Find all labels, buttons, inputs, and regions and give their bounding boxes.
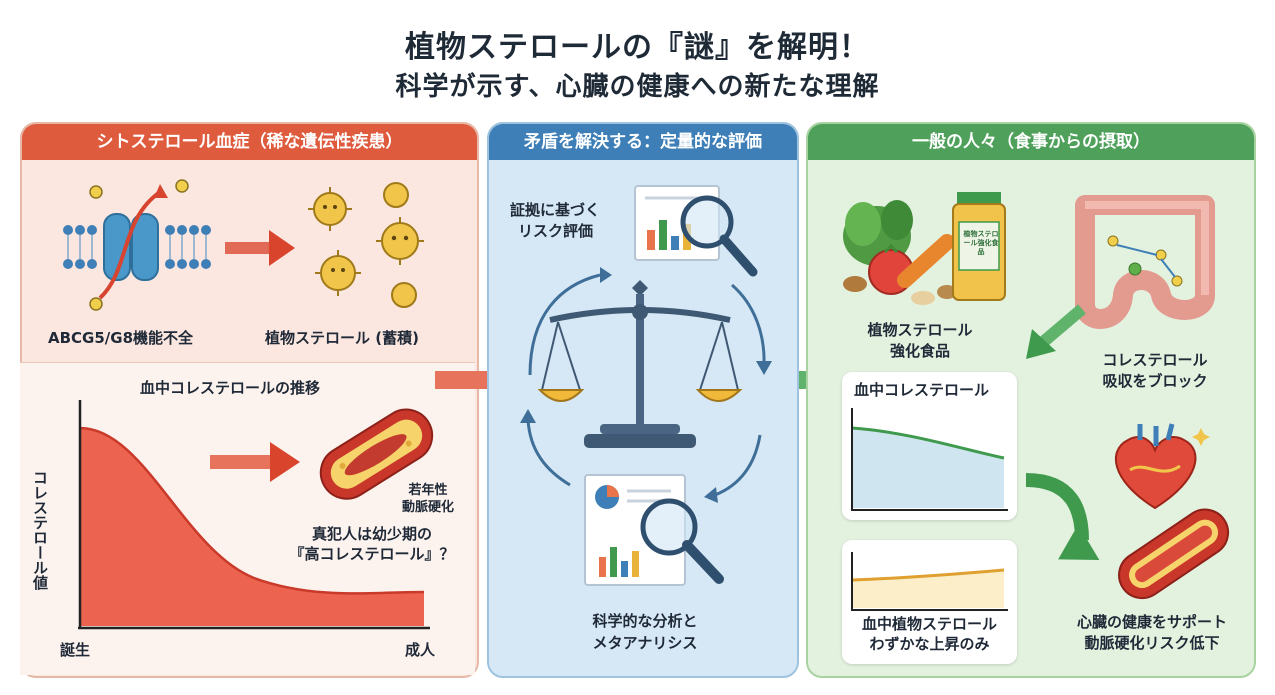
- cycle-arrows-icon: [520, 267, 772, 503]
- healthy-artery-icon: [1118, 508, 1230, 600]
- transporter-label: ABCG5/G8機能不全: [48, 329, 194, 347]
- blood-cholesterol-chart: [851, 408, 1008, 511]
- heart-line2: 動脈硬化リスク低下: [1084, 634, 1220, 652]
- question-line1: 真犯人は幼少期の: [311, 525, 432, 543]
- plant-sterol-particles-icon: [308, 182, 424, 308]
- block-arrow-icon: [1026, 304, 1086, 359]
- food-line2: 強化食品: [889, 342, 950, 360]
- y-axis-label: コレステロール値: [31, 470, 49, 590]
- plant-sterol-caption: 血中植物ステロール わずかな上昇のみ: [842, 614, 1017, 654]
- juvenile-atherosclerosis-label: 若年性 動脈硬化: [396, 482, 460, 516]
- heart-line1: 心臓の健康をサポート: [1076, 613, 1227, 631]
- question-label: 真犯人は幼少期の 『高コレステロール』？: [282, 524, 462, 564]
- panel-header-sitosterolemia: シトステロール血症（稀な遺伝性疾患）: [22, 124, 477, 160]
- block-line1: コレステロール: [1102, 351, 1208, 369]
- main-title: 植物ステロールの『謎』を解明！: [405, 30, 870, 65]
- cholesterol-decline-chart: [78, 400, 430, 630]
- blood-plant-sterol-chart: [851, 552, 1008, 611]
- x-axis-start-label: 誕生: [60, 641, 91, 659]
- blood-cholesterol-title: 血中コレステロール: [854, 381, 990, 399]
- intestine-icon: [1075, 195, 1215, 329]
- balance-scale-icon: [537, 280, 743, 448]
- artery-label-line2: 動脈硬化: [401, 500, 454, 515]
- evidence-line2: リスク評価: [518, 222, 594, 240]
- absorption-block-label: コレステロール 吸収をブロック: [1075, 350, 1235, 392]
- transporter-membrane-icon: [63, 179, 211, 311]
- panel-header-resolution: 矛盾を解決する：定量的な評価: [489, 124, 797, 160]
- report-magnifier-icon-bottom: [584, 474, 724, 586]
- cholesterol-trend-title: 血中コレステロールの推移: [140, 379, 321, 397]
- result-arrow-icon: [1025, 473, 1100, 560]
- accumulation-arrow-icon: [225, 230, 295, 266]
- panel-header-general-population: 一般の人々（食事からの摂取）: [808, 124, 1254, 160]
- clogged-artery-icon: [319, 408, 434, 500]
- artery-label-line1: 若年性: [408, 483, 448, 498]
- food-line1: 植物ステロール: [867, 321, 973, 339]
- heart-health-label: 心臓の健康をサポート 動脈硬化リスク低下: [1052, 612, 1252, 654]
- fortified-food-icon: [843, 192, 1006, 305]
- cause-arrow-icon: [210, 442, 300, 482]
- evidence-label: 証拠に基づく リスク評価: [510, 200, 600, 242]
- report-magnifier-icon-top: [634, 185, 758, 277]
- sterol-accumulation-label: 植物ステロール (蓄積): [265, 329, 419, 347]
- sterol-card-line1: 血中植物ステロール: [861, 615, 997, 633]
- x-axis-end-label: 成人: [405, 641, 436, 659]
- fortified-food-label: 植物ステロール 強化食品: [840, 320, 1000, 362]
- question-line2: 『高コレステロール』？: [289, 545, 455, 563]
- bottle-label-text: 植物ステロール強化食品: [963, 230, 999, 256]
- sterol-card-line2: わずかな上昇のみ: [869, 635, 990, 653]
- evidence-line1: 証拠に基づく: [510, 201, 601, 219]
- analysis-line1: 科学的な分析と: [592, 612, 698, 630]
- block-line2: 吸収をブロック: [1102, 372, 1208, 390]
- main-subtitle: 科学が示す、心臓の健康への新たな理解: [395, 72, 880, 102]
- healthy-heart-icon: [1114, 423, 1210, 510]
- analysis-line2: メタアナリシス: [592, 634, 698, 652]
- analysis-label: 科学的な分析と メタアナリシス: [540, 610, 750, 654]
